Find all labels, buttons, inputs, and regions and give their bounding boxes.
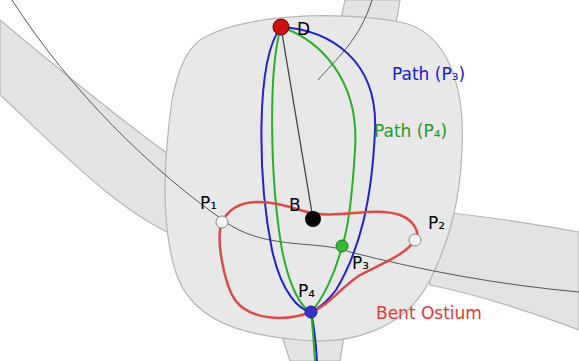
path-p3 bbox=[261, 27, 317, 361]
ostium-label: Bent Ostium bbox=[374, 304, 484, 323]
path-p4 bbox=[272, 27, 311, 312]
point-label: P₄ bbox=[296, 282, 317, 301]
path-label: Path (P₄) bbox=[372, 122, 449, 141]
path-p4 bbox=[281, 27, 355, 361]
path-label: Path (P₃) bbox=[390, 65, 467, 84]
point-p3 bbox=[336, 240, 348, 252]
point-p2 bbox=[409, 234, 421, 246]
point-p1 bbox=[216, 216, 228, 228]
bent-ostium bbox=[220, 202, 418, 318]
point-b bbox=[305, 211, 321, 227]
point-label: P₃ bbox=[350, 254, 371, 273]
point-label: P₁ bbox=[198, 194, 219, 213]
path-p3 bbox=[281, 27, 375, 312]
distance-line bbox=[281, 27, 313, 219]
point-p4 bbox=[305, 306, 317, 318]
centerline bbox=[318, 0, 372, 80]
vessel bbox=[0, 20, 190, 240]
centerline bbox=[12, 0, 579, 292]
point-label: D bbox=[295, 20, 312, 39]
point-d bbox=[273, 19, 289, 35]
point-label: B bbox=[287, 196, 303, 215]
point-label: P₂ bbox=[426, 214, 447, 233]
